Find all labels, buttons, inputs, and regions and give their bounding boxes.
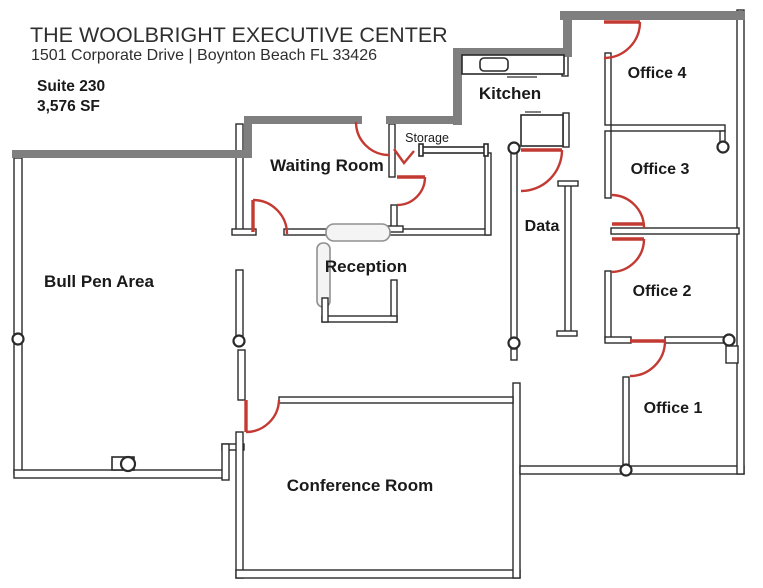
wall-data-left-foot xyxy=(510,348,518,361)
wall-data-right-cap-bottom xyxy=(556,330,578,337)
wall-ext-top-right xyxy=(560,11,745,20)
room-label-kitchen: Kitchen xyxy=(479,84,541,103)
room-label-waiting: Waiting Room xyxy=(270,156,384,175)
wall-ext-storage-top xyxy=(386,116,462,124)
wall-above-conference-door xyxy=(237,349,246,401)
building-address: 1501 Corporate Drive | Boynton Beach FL … xyxy=(31,47,377,64)
bullpen-outlet xyxy=(119,455,137,473)
office2-door-arc xyxy=(610,238,646,274)
wall-divider-office2-1-left xyxy=(604,336,632,344)
reception-counter-top xyxy=(325,223,391,242)
wall-bullpen-stub xyxy=(235,269,244,337)
doors xyxy=(244,20,667,434)
wall-conference-step xyxy=(221,443,230,481)
knob-office4-3 xyxy=(716,140,730,154)
wall-conference-left xyxy=(235,431,244,579)
fixtures xyxy=(11,54,736,477)
data-door-arc xyxy=(520,149,564,193)
wall-office2-1-nook xyxy=(725,345,739,364)
room-label-reception: Reception xyxy=(325,257,407,276)
room-label-conference: Conference Room xyxy=(287,476,433,495)
wall-divider-office4-3-return xyxy=(719,130,726,143)
wall-office1-left xyxy=(622,376,630,466)
room-label-office3: Office 3 xyxy=(631,161,690,178)
wall-data-left xyxy=(510,152,518,339)
wall-waiting-left xyxy=(235,123,244,235)
kitchen-counter xyxy=(461,54,565,75)
room-label-storage: Storage xyxy=(405,131,449,145)
wall-fridge-stub xyxy=(562,112,570,148)
wall-divider-office2-1-right xyxy=(664,336,726,344)
title-block: THE WOOLBRIGHT EXECUTIVE CENTER 1501 Cor… xyxy=(30,23,448,115)
wall-left xyxy=(13,157,23,475)
storage-shelf-cap-left xyxy=(418,143,424,157)
room-label-data: Data xyxy=(525,218,560,235)
knob-bullpen-stub xyxy=(232,334,246,348)
building-name: THE WOOLBRIGHT EXECUTIVE CENTER xyxy=(30,23,448,47)
wall-ext-kitchen-top xyxy=(453,48,572,57)
hall-door-arc xyxy=(396,176,427,207)
knob-left-wall xyxy=(11,332,25,346)
reception-cubicle-left xyxy=(321,297,329,323)
storage-shelf xyxy=(420,146,487,154)
wall-office3-left xyxy=(604,130,612,199)
wall-ext-kitchen-left xyxy=(453,48,462,125)
office3-door-arc xyxy=(610,193,646,229)
wall-office4-left xyxy=(604,52,612,126)
exterior-walls xyxy=(12,11,745,158)
knob-data-top xyxy=(507,141,521,155)
wall-conference-top xyxy=(278,396,514,404)
wall-reception-top-left xyxy=(283,228,331,236)
room-labels: Bull Pen Area Waiting Room Reception Sto… xyxy=(44,65,702,495)
room-label-office1: Office 1 xyxy=(644,400,703,417)
knob-office1 xyxy=(619,463,633,477)
suite-number: Suite 230 xyxy=(37,78,105,95)
wall-corridor xyxy=(484,152,492,236)
kitchen-fridge xyxy=(520,114,564,147)
wall-ext-waiting-nw xyxy=(244,116,252,158)
wall-ext-kitchen-ne xyxy=(563,11,572,55)
conference-door-arc xyxy=(245,399,281,434)
storage-shelf-cap-right xyxy=(483,143,489,157)
wall-ext-waiting-top xyxy=(248,116,362,124)
wall-conference-right xyxy=(512,382,521,579)
suite-entry-door-arc xyxy=(354,121,390,157)
wall-bullpen-bottom xyxy=(13,469,227,479)
knob-office2-1 xyxy=(722,333,736,347)
storage-door xyxy=(393,148,415,165)
wall-conference-bottom xyxy=(235,569,521,579)
wall-office2-left xyxy=(604,270,612,340)
office4-door-arc xyxy=(603,21,642,60)
kitchen-sink xyxy=(479,57,509,72)
wall-data-right xyxy=(564,182,572,335)
room-label-office4: Office 4 xyxy=(628,65,687,82)
wall-waiting-left-cap xyxy=(231,228,257,236)
wall-ext-bullpen-top xyxy=(12,150,252,158)
wall-divider-office3-2 xyxy=(610,227,740,235)
wall-right xyxy=(736,9,745,475)
office1-door-arc xyxy=(629,340,667,378)
room-label-office2: Office 2 xyxy=(633,283,692,300)
knob-data-bottom xyxy=(507,336,521,350)
suite-area: 3,576 SF xyxy=(37,98,100,115)
room-label-bull-pen: Bull Pen Area xyxy=(44,272,154,291)
bullpen-door-arc xyxy=(252,198,289,235)
wall-divider-office4-3 xyxy=(610,124,726,132)
wall-data-right-cap-top xyxy=(557,180,579,187)
reception-cubicle-bottom xyxy=(321,315,398,323)
